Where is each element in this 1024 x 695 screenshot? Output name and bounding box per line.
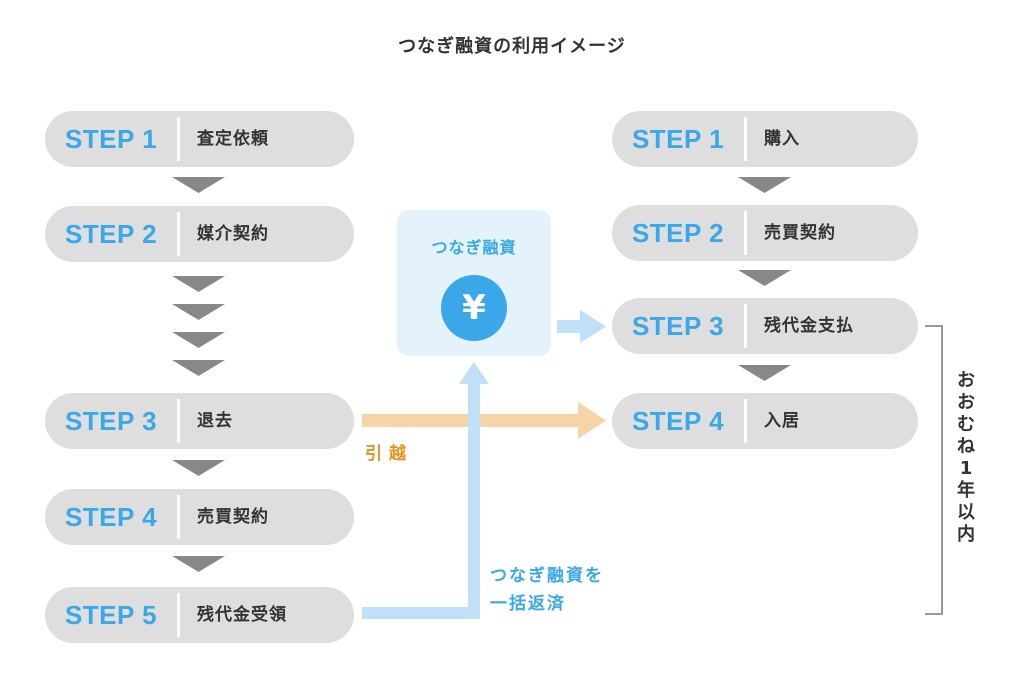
divider <box>177 399 180 443</box>
down-arrow <box>172 360 225 376</box>
left-step-3: STEP 3 退去 <box>45 393 354 449</box>
divider <box>744 304 747 348</box>
repay-path-horizontal <box>362 607 480 619</box>
left-step-5: STEP 5 残代金受領 <box>45 587 354 643</box>
down-arrow <box>172 332 225 348</box>
divider <box>744 211 747 255</box>
move-label: 引越 <box>365 444 413 464</box>
step-number: STEP 5 <box>64 600 158 630</box>
right-step-2: STEP 2 売買契約 <box>612 205 918 261</box>
step-label: 入居 <box>764 411 800 431</box>
step-number: STEP 2 <box>64 219 158 249</box>
step-label: 購入 <box>764 129 800 149</box>
step-label: 売買契約 <box>197 507 269 527</box>
down-arrow <box>172 177 225 193</box>
divider <box>177 593 180 637</box>
down-arrow <box>738 177 791 193</box>
divider <box>744 399 747 443</box>
down-arrow <box>738 365 791 381</box>
divider <box>744 117 747 161</box>
repay-label-line1: つなぎ融資を <box>490 566 604 586</box>
down-arrow <box>172 276 225 292</box>
move-arrow-head <box>578 402 606 439</box>
step-number: STEP 3 <box>631 311 725 341</box>
down-arrow <box>172 460 225 476</box>
divider <box>177 495 180 539</box>
step-label: 媒介契約 <box>197 224 269 244</box>
bridge-loan-box: つなぎ融資 ¥ <box>397 210 551 356</box>
loan-arrow-shaft <box>557 320 581 333</box>
divider <box>177 212 180 256</box>
period-label: おおむね1年以内 <box>957 370 975 545</box>
step-number: STEP 1 <box>631 124 725 154</box>
step-number: STEP 4 <box>631 406 725 436</box>
right-step-3: STEP 3 残代金支払 <box>612 298 918 354</box>
down-arrow <box>172 304 225 320</box>
bridge-loan-title: つなぎ融資 <box>431 238 517 257</box>
repay-label: つなぎ融資を 一括返済 <box>490 562 604 618</box>
step-label: 査定依頼 <box>197 129 269 149</box>
step-number: STEP 4 <box>64 502 158 532</box>
right-step-1: STEP 1 購入 <box>612 111 918 167</box>
step-label: 残代金受領 <box>197 605 287 625</box>
down-arrow <box>738 270 791 286</box>
step-number: STEP 3 <box>64 406 158 436</box>
divider <box>177 117 180 161</box>
down-arrow <box>172 556 225 572</box>
step-number: STEP 2 <box>631 218 725 248</box>
step-label: 売買契約 <box>764 223 836 243</box>
step-label: 退去 <box>197 411 233 431</box>
step-number: STEP 1 <box>64 124 158 154</box>
left-step-4: STEP 4 売買契約 <box>45 489 354 545</box>
repay-path-vertical <box>468 382 480 619</box>
loan-arrow-head <box>580 310 606 343</box>
yen-icon: ¥ <box>441 275 507 341</box>
repay-label-line2: 一括返済 <box>490 594 566 614</box>
left-step-1: STEP 1 査定依頼 <box>45 111 354 167</box>
left-step-2: STEP 2 媒介契約 <box>45 206 354 262</box>
repay-arrow-head <box>459 362 489 384</box>
step-label: 残代金支払 <box>764 316 854 336</box>
right-step-4: STEP 4 入居 <box>612 393 918 449</box>
period-bracket <box>925 325 943 615</box>
diagram-title: つなぎ融資の利用イメージ <box>398 36 626 57</box>
